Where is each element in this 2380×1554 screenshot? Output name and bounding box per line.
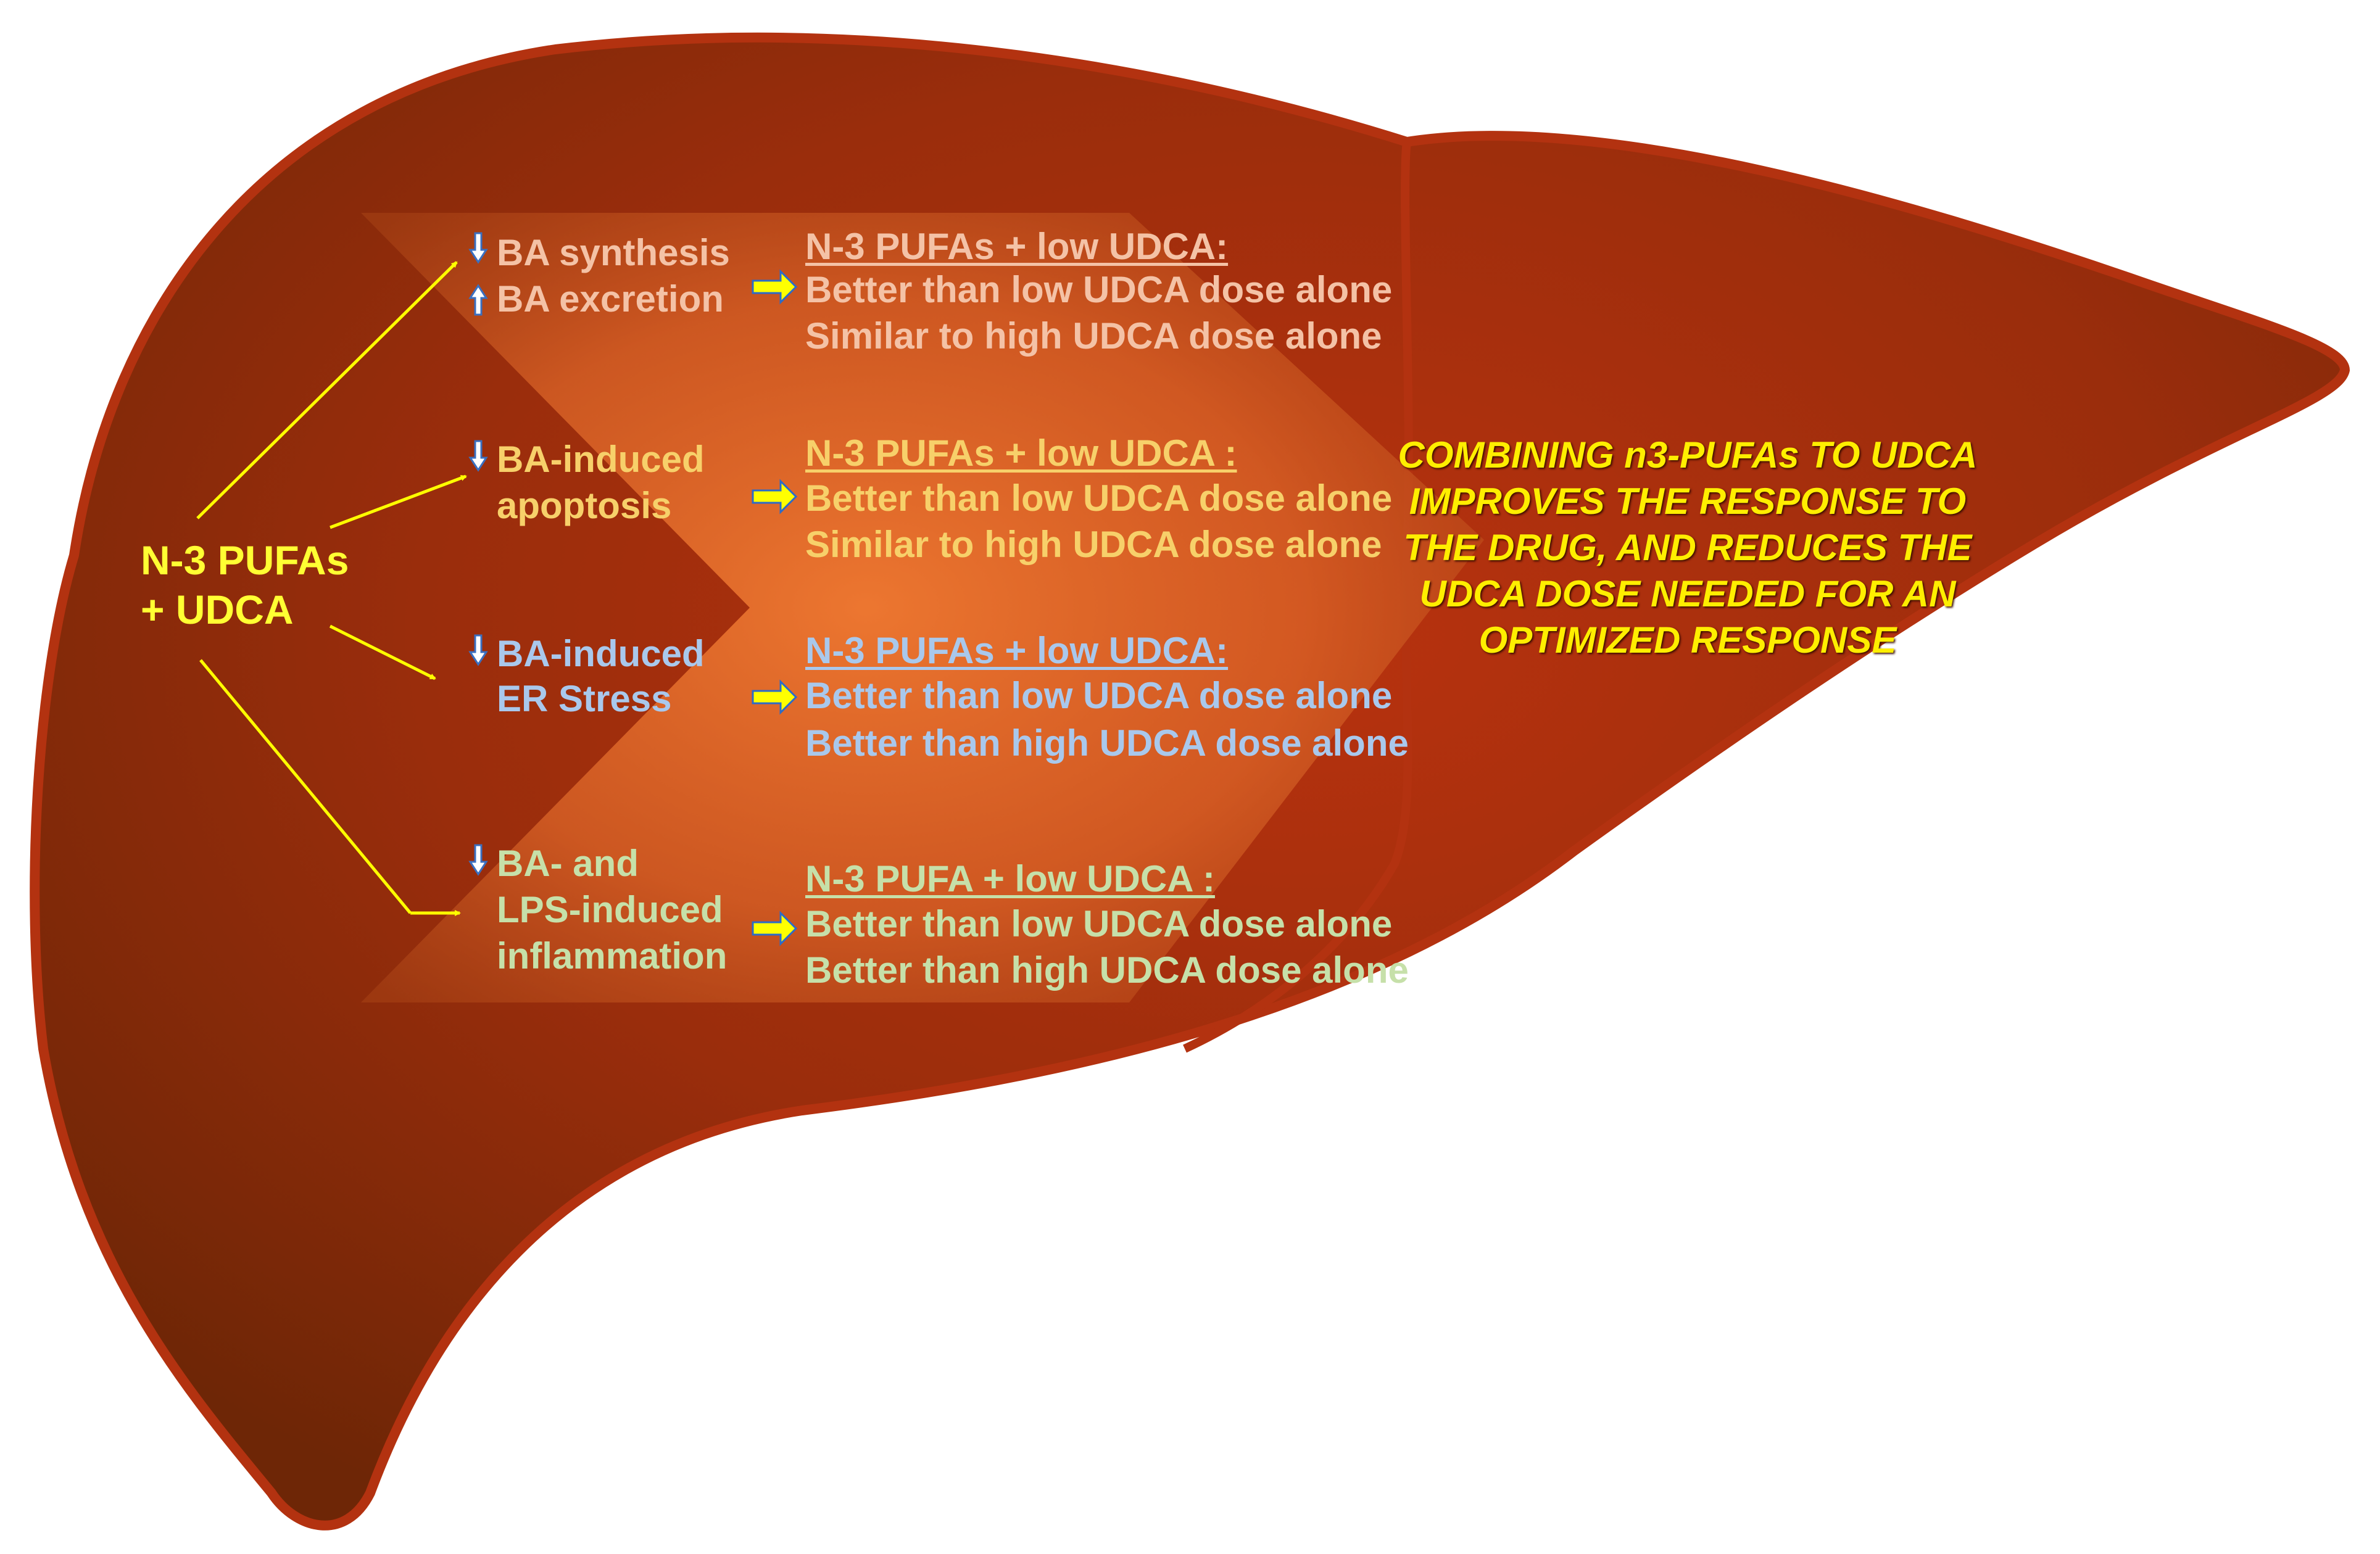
up-arrow-icon-1: [468, 284, 488, 316]
result-1-header: N-3 PUFAs + low UDCA:: [805, 226, 1229, 267]
down-arrow-icon-4: [468, 844, 488, 876]
effect-3-line1: BA-induced: [497, 633, 705, 674]
result-4-line1: Better than low UDCA dose alone: [805, 903, 1393, 944]
effect-2-line1: BA-induced: [497, 439, 705, 480]
result-arrow-3: [752, 679, 798, 715]
link-arrow-3: [329, 624, 436, 680]
result-2-line1: Better than low UDCA dose alone: [805, 477, 1393, 519]
link-arrow-4: [199, 659, 412, 914]
effect-3-line2: ER Stress: [497, 678, 672, 719]
result-arrow-1: [752, 269, 798, 305]
effect-4-line1: BA- and: [497, 843, 639, 884]
link-arrow-2: [330, 474, 467, 529]
down-arrow-icon-2: [468, 440, 488, 472]
result-3-line1: Better than low UDCA dose alone: [805, 675, 1393, 716]
result-3-header: N-3 PUFAs + low UDCA:: [805, 630, 1229, 671]
down-arrow-icon-1: [468, 232, 488, 264]
effect-2-line2: apoptosis: [497, 485, 672, 526]
down-arrow-icon-3: [468, 634, 488, 666]
result-1-line2: Similar to high UDCA dose alone: [805, 315, 1382, 357]
result-4-line2: Better than high UDCA dose alone: [805, 949, 1409, 991]
effect-1-line1: BA synthesis: [497, 232, 730, 273]
conclusion-text: COMBINING n3-PUFAs TO UDCA IMPROVES THE …: [1398, 434, 1978, 661]
result-4-header: N-3 PUFA + low UDCA :: [805, 858, 1215, 899]
result-2-line2: Similar to high UDCA dose alone: [805, 524, 1382, 565]
chevron-arrow: [361, 213, 1484, 1002]
result-arrow-4: [752, 911, 798, 946]
result-2-header: N-3 PUFAs + low UDCA :: [805, 432, 1237, 474]
effect-4-line2: LPS-induced: [497, 889, 723, 930]
link-arrow-1: [196, 261, 458, 519]
effect-4-line3: inflammation: [497, 935, 728, 977]
result-3-line2: Better than high UDCA dose alone: [805, 722, 1409, 764]
effect-1-line2: BA excretion: [497, 278, 724, 320]
result-arrow-2: [752, 479, 798, 515]
source-label-line2: + UDCA: [141, 587, 294, 632]
source-label-line1: N-3 PUFAs: [141, 537, 349, 583]
result-1-line1: Better than low UDCA dose alone: [805, 269, 1393, 310]
lobe-divider: [1183, 141, 1413, 1053]
